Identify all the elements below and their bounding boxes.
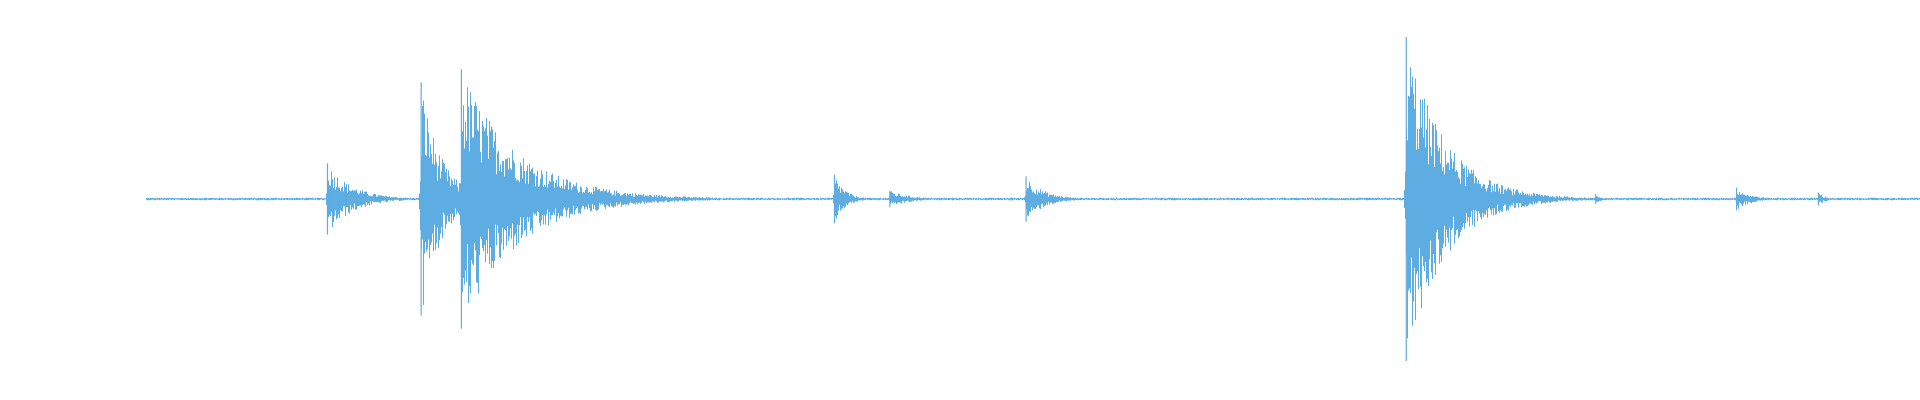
- waveform-series-path: [146, 67, 1920, 339]
- waveform-events: [146, 37, 1920, 361]
